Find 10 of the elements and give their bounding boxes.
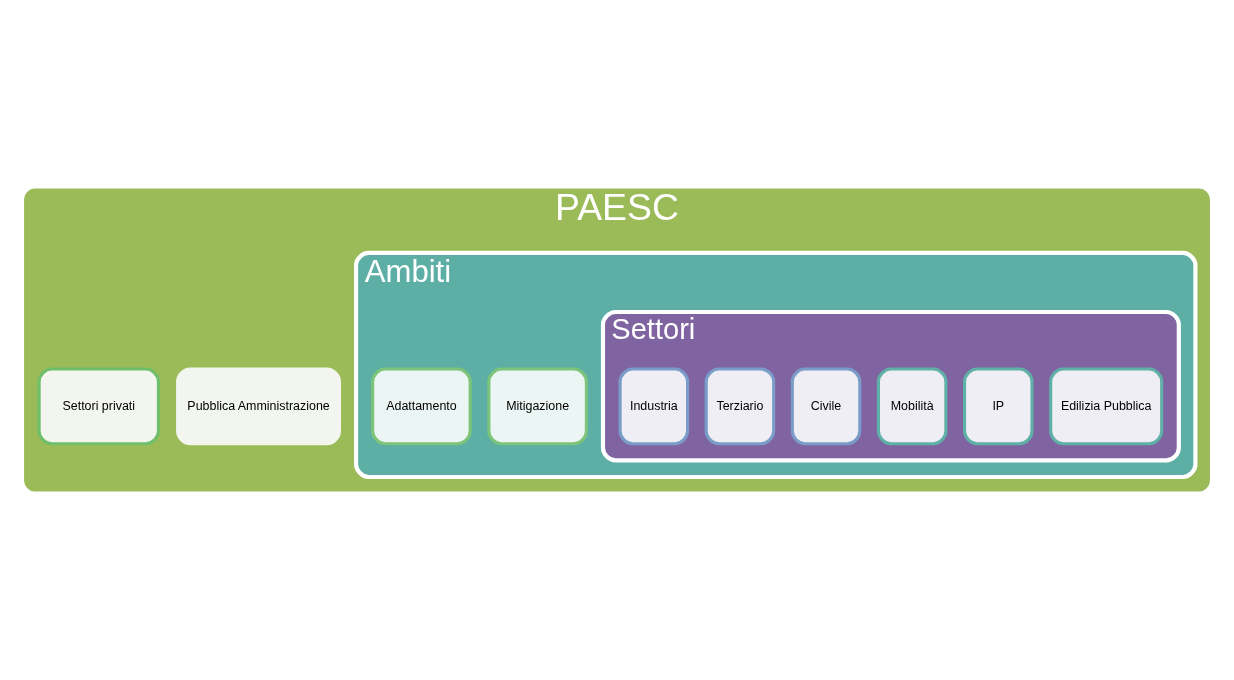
node-box: Mitigazione — [487, 367, 588, 446]
node-box: Civile — [790, 367, 862, 446]
node-box: Settori privati — [37, 367, 160, 446]
node-box: Pubblica Amministrazione — [176, 367, 342, 446]
node-box: Adattamento — [371, 367, 472, 446]
node-box: Edilizia Pubblica — [1049, 367, 1164, 446]
node-box: Mobilità — [876, 367, 948, 446]
node-box: Terziario — [704, 367, 776, 446]
node-box: IP — [963, 367, 1034, 446]
node-box: Industria — [618, 367, 690, 446]
